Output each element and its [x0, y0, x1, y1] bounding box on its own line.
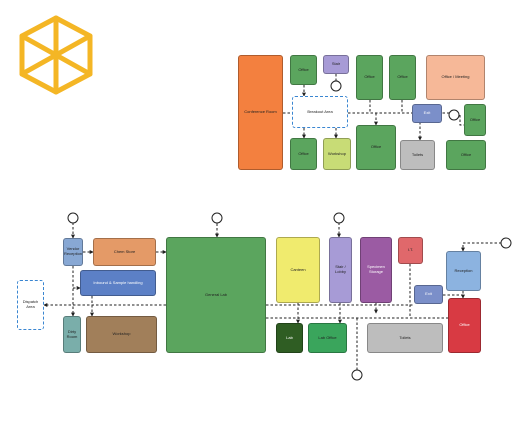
- room-inbound[interactable]: Inbound & Sample handling: [80, 270, 156, 296]
- room-chem-store[interactable]: Chem Store: [93, 238, 156, 266]
- room-workshop[interactable]: Workshop: [323, 138, 351, 170]
- room-office-g[interactable]: Office: [446, 140, 486, 170]
- room-stair-top[interactable]: Stair: [323, 55, 349, 74]
- connector-node: [67, 212, 79, 224]
- connector-path: [461, 242, 506, 252]
- room-office-a[interactable]: Office: [290, 55, 317, 85]
- connector-node: [211, 212, 223, 224]
- room-stair-lobby[interactable]: Stair / Lobby: [329, 237, 352, 303]
- room-office-b[interactable]: Office: [356, 55, 383, 100]
- cube-logo-icon: [18, 14, 94, 96]
- room-it[interactable]: I.T.: [398, 237, 423, 264]
- room-toilets-low[interactable]: Toilets: [367, 323, 443, 353]
- room-office-f[interactable]: Office: [356, 125, 396, 170]
- room-office-low[interactable]: Office: [448, 298, 481, 353]
- room-exit-top[interactable]: Exit: [412, 104, 442, 123]
- room-workshop-low[interactable]: Workshop: [86, 316, 157, 353]
- room-office-c[interactable]: Office: [389, 55, 416, 100]
- room-lab[interactable]: Lab: [276, 323, 303, 353]
- room-vendor-reception[interactable]: Vendor Reception: [63, 238, 83, 266]
- room-conference[interactable]: Conference Room: [238, 55, 283, 170]
- room-dispatch[interactable]: Dispatch Area: [17, 280, 44, 330]
- room-breakout[interactable]: Breakout Area: [292, 96, 348, 128]
- room-dirty-room[interactable]: Dirty Room: [63, 316, 81, 353]
- room-office-d[interactable]: Office: [464, 104, 486, 136]
- connector-node: [448, 109, 460, 121]
- room-general-lab[interactable]: General Lab: [166, 237, 266, 353]
- room-toilets-top[interactable]: Toilets: [400, 140, 435, 170]
- room-canteen[interactable]: Canteen: [276, 237, 320, 303]
- room-specimen-storage[interactable]: Specimen Storage: [360, 237, 392, 303]
- room-lab-office[interactable]: Lab Office: [308, 323, 347, 353]
- connector-node: [330, 80, 342, 92]
- connector-node: [500, 237, 512, 249]
- room-office-e[interactable]: Office: [290, 138, 317, 170]
- room-reception[interactable]: Reception: [446, 251, 481, 291]
- cube-logo-outline: [19, 15, 93, 95]
- room-exit-low[interactable]: Exit: [414, 285, 443, 304]
- connector-node: [333, 212, 345, 224]
- connector-node: [351, 369, 363, 381]
- room-office-meeting[interactable]: Office / Meeting: [426, 55, 485, 100]
